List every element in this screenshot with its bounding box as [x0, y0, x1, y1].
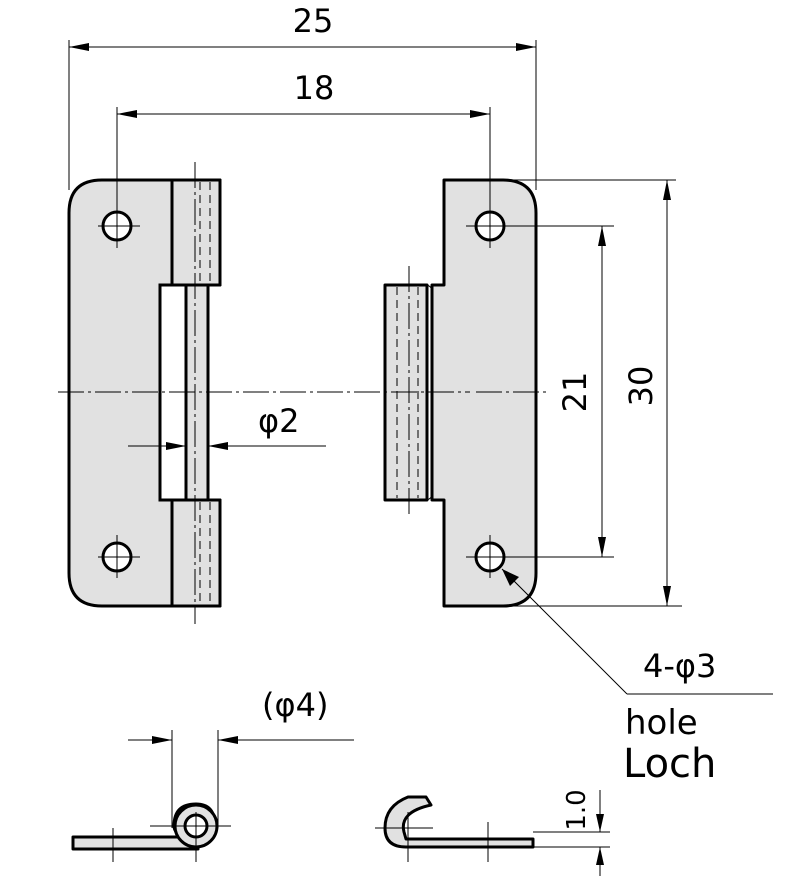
- hole-label-de: Loch: [623, 741, 716, 787]
- dim-phi4-label: (φ4): [262, 686, 328, 724]
- dimension-hole-spacing-vertical: 21: [490, 225, 614, 558]
- dimension-overall-height: 30: [503, 179, 682, 607]
- dimension-overall-width: 25: [68, 2, 537, 190]
- dim-phi2-label: φ2: [258, 402, 299, 440]
- dim-21-label: 21: [556, 372, 594, 413]
- right-hinge-leaf: [383, 178, 538, 608]
- dim-thickness-label: 1.0: [562, 789, 592, 830]
- dim-30-label: 30: [622, 366, 660, 407]
- hole-spec-label: 4-φ3: [643, 647, 716, 685]
- side-view-right: 1.0: [375, 789, 610, 876]
- dim-25-label: 25: [293, 2, 334, 40]
- left-hinge-leaf: [67, 162, 222, 624]
- side-view-left: (φ4): [71, 686, 354, 862]
- dim-18-label: 18: [294, 69, 335, 107]
- dimension-hole-spacing-horizontal: 18: [116, 69, 491, 226]
- dimension-pin-diameter: φ2: [128, 402, 326, 450]
- hole-callout: 4-φ3 hole Loch: [501, 568, 773, 787]
- hole-label-en: hole: [625, 703, 698, 743]
